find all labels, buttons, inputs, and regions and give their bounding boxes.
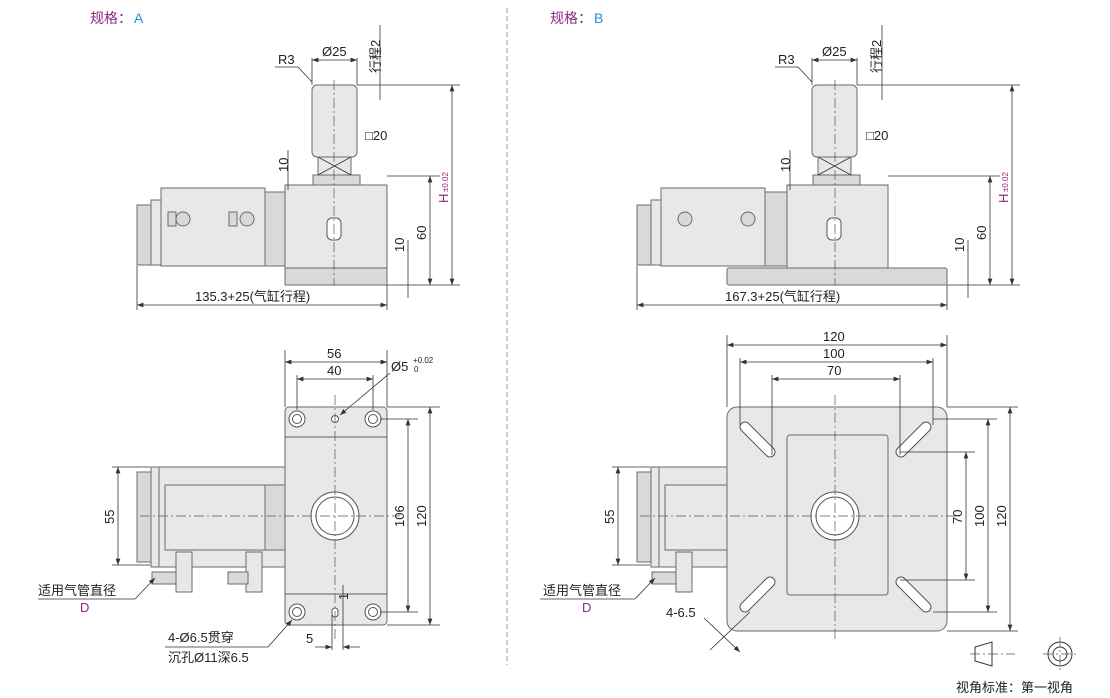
- dim-1: 1: [336, 593, 351, 600]
- dim-60-b: 60: [974, 226, 989, 240]
- dim-sq20: □20: [365, 128, 387, 143]
- dim-10a: 10: [276, 158, 291, 172]
- dim-55-b: 55: [602, 510, 617, 524]
- dim-40: 40: [327, 363, 341, 378]
- tube-value-b: D: [582, 600, 591, 615]
- dim-100v: 100: [972, 505, 987, 527]
- dim-d25-b: Ø25: [822, 44, 847, 59]
- spec-label-b: 规格：: [550, 10, 592, 26]
- dim-70v: 70: [950, 510, 965, 524]
- dim-5: 5: [306, 631, 313, 646]
- dim-sq20-b: □20: [866, 128, 888, 143]
- dim-120h: 120: [823, 329, 845, 344]
- dim-length-b: 167.3+25(气缸行程): [725, 289, 840, 304]
- projection-label: 视角标准：第一视角: [956, 680, 1073, 695]
- hole-note-2: 沉孔Ø11深6.5: [168, 650, 249, 665]
- tube-value-a: D: [80, 600, 89, 615]
- dim-56: 56: [327, 346, 341, 361]
- spec-value-a: A: [134, 10, 144, 26]
- dim-pin: Ø5: [391, 359, 408, 374]
- dim-60: 60: [414, 226, 429, 240]
- first-angle-projection-symbol: 视角标准：第一视角: [956, 637, 1077, 695]
- dim-length-a: 135.3+25(气缸行程): [195, 289, 310, 304]
- hole-note-1: 4-Ø6.5贯穿: [168, 630, 234, 645]
- dim-h: H: [436, 194, 451, 203]
- dim-h-b: H: [996, 194, 1011, 203]
- dim-70h: 70: [827, 363, 841, 378]
- dim-106: 106: [392, 505, 407, 527]
- tube-label-a: 适用气管直径: [38, 583, 116, 598]
- dim-pin-tol-lower: 0: [414, 365, 419, 374]
- dim-100h: 100: [823, 346, 845, 361]
- dim-10a-b: 10: [778, 158, 793, 172]
- dim-h-tol: ±0.02: [441, 171, 450, 192]
- dim-120: 120: [414, 505, 429, 527]
- dim-55: 55: [102, 510, 117, 524]
- dim-10b-b: 10: [952, 238, 967, 252]
- dim-r3: R3: [278, 52, 295, 67]
- spec-label-a: 规格：: [90, 10, 132, 26]
- dim-10b: 10: [392, 238, 407, 252]
- slot-note: 4-6.5: [666, 605, 696, 620]
- dim-stroke2-b: 行程2: [869, 40, 884, 73]
- view-a-side: 规格： A Ø25 R3 行程2 □20 10 H ±0.02 60: [90, 10, 460, 310]
- dim-120v: 120: [994, 505, 1009, 527]
- view-b-top: 120 100 70 70 100 120 55 适用气管直径 D 4-6.5: [540, 329, 1018, 653]
- spec-value-b: B: [594, 10, 603, 26]
- dim-stroke2: 行程2: [368, 40, 383, 73]
- dim-pin-tol-upper: +0.02: [413, 356, 434, 365]
- view-b-side: 规格： B Ø25 R3 行程2 □20 10 H ±0.02 60 10: [550, 10, 1020, 310]
- tube-label-b: 适用气管直径: [543, 583, 621, 598]
- dim-d25: Ø25: [322, 44, 347, 59]
- dim-h-tol-b: ±0.02: [1001, 171, 1010, 192]
- dim-r3-b: R3: [778, 52, 795, 67]
- view-a-top: 56 40 Ø5 +0.02 0 106 120 55 1 5 适用气管直径 D…: [38, 346, 440, 665]
